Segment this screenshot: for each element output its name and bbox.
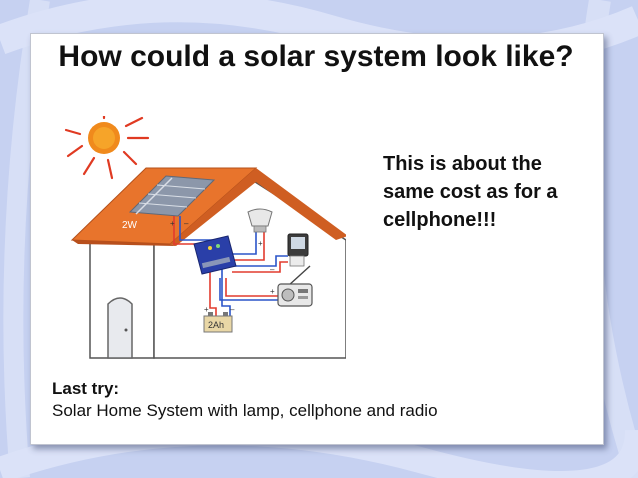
- panel-wattage-label: 2W: [122, 220, 138, 231]
- battery-icon: [203, 312, 233, 333]
- lamp-icon: [247, 208, 273, 233]
- polarity-minus: –: [230, 305, 235, 314]
- door: [107, 297, 133, 359]
- slide-footer: Last try: Solar Home System with lamp, c…: [52, 378, 592, 422]
- polarity-plus: +: [258, 239, 263, 248]
- solar-panel: [128, 175, 216, 217]
- radio-icon: [277, 265, 313, 307]
- footer-text: Solar Home System with lamp, cellphone a…: [52, 401, 438, 420]
- footer-heading: Last try:: [52, 379, 120, 398]
- solar-home-illustration: 2W: [64, 116, 346, 359]
- socket: [289, 255, 305, 267]
- polarity-plus: +: [204, 305, 209, 314]
- polarity-plus: +: [270, 287, 275, 296]
- cost-note: This is about the same cost as for a cel…: [383, 153, 558, 231]
- sun-icon: [64, 116, 150, 180]
- cellphone-icon: [287, 233, 309, 257]
- battery-capacity-label: 2Ah: [208, 320, 224, 330]
- slide-title: How could a solar system look like?: [58, 40, 574, 73]
- polarity-minus: –: [270, 265, 275, 274]
- charge-controller: [193, 235, 237, 275]
- polarity-minus: –: [184, 219, 189, 228]
- polarity-plus: +: [170, 219, 175, 228]
